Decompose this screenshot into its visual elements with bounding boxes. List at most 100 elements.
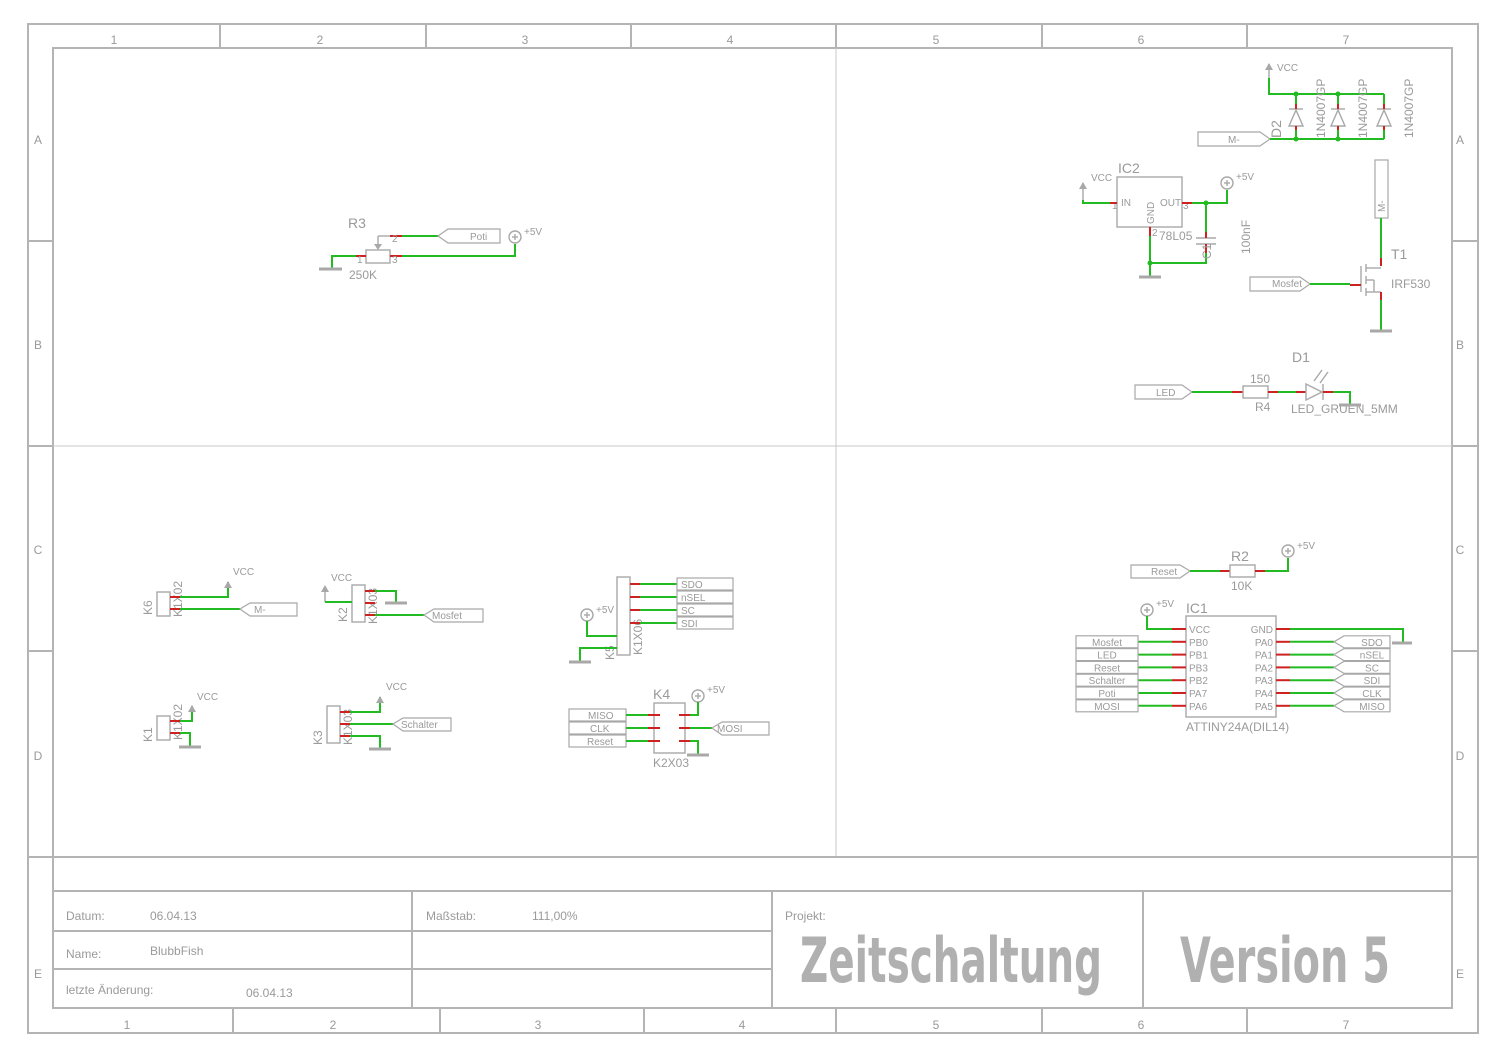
net-label-text: MISO	[1359, 702, 1385, 713]
component-t1[interactable]: M- T1 IRF530 Mosfet	[1249, 159, 1431, 333]
net-label[interactable]	[1075, 686, 1139, 700]
net-label[interactable]	[1075, 699, 1139, 713]
net-label-reset[interactable]	[1130, 564, 1192, 579]
svg-text:1N4007GP: 1N4007GP	[1402, 79, 1416, 138]
component-r3[interactable]: R3 250K 1 3 2 Poti +5V	[319, 215, 542, 282]
ic1-pin-name: PA0	[1255, 638, 1274, 649]
svg-text:C1: C1	[1200, 243, 1214, 259]
svg-text:+5V: +5V	[1156, 599, 1174, 610]
svg-text:Schalter: Schalter	[401, 720, 438, 731]
supply-symbol-icon	[1281, 544, 1295, 558]
net-label-m-minus[interactable]	[238, 602, 298, 617]
connector-body	[616, 576, 631, 656]
svg-text:SDO: SDO	[681, 580, 703, 591]
net-label[interactable]	[1332, 635, 1391, 649]
supply-symbol-icon	[508, 230, 522, 244]
net-label-sdo[interactable]	[676, 577, 734, 591]
frame-row-labels-right: A B C D E	[1456, 133, 1465, 981]
row-label: E	[34, 967, 42, 981]
net-label-text: nSEL	[1360, 651, 1385, 662]
component-r2[interactable]: R2 10K Reset +5V	[1130, 541, 1315, 593]
component-ic2[interactable]: IC2 IN OUT GND 78L05 1 3 2 VCC +5V	[1079, 160, 1254, 279]
svg-text:R2: R2	[1231, 548, 1249, 564]
svg-text:IC1: IC1	[1186, 600, 1208, 616]
component-d2-diodes[interactable]: VCC D2 1N4007GP 1N4007GP 1N4007GP M-	[1197, 63, 1416, 147]
connector-body	[156, 591, 171, 617]
svg-text:+5V: +5V	[524, 227, 542, 238]
svg-text:OUT: OUT	[1160, 198, 1181, 209]
net-label-mosfet[interactable]	[1249, 276, 1312, 292]
net-label[interactable]	[1075, 635, 1139, 649]
frame-row-labels-left: A B C D E	[34, 133, 43, 981]
net-label-schalter[interactable]	[391, 717, 452, 732]
net-label-nsel[interactable]	[676, 590, 734, 604]
net-label[interactable]	[1332, 699, 1391, 713]
diode-1	[1287, 104, 1305, 130]
svg-text:1: 1	[357, 255, 363, 266]
net-label[interactable]	[1332, 647, 1391, 662]
svg-text:Mosfet: Mosfet	[432, 611, 462, 622]
column-label: 6	[1138, 33, 1145, 47]
net-label-mosfet[interactable]	[422, 608, 484, 623]
net-label-text: SC	[1365, 663, 1379, 674]
svg-text:K1X06: K1X06	[631, 619, 645, 655]
net-label-sc[interactable]	[676, 603, 734, 617]
diode-2	[1329, 104, 1347, 130]
ic1-pin-name: VCC	[1189, 625, 1210, 636]
component-k5[interactable]: K5 K1X06 +5V SDO nSEL SC SDI	[569, 576, 734, 664]
svg-text:3: 3	[392, 255, 398, 266]
column-label: 2	[317, 33, 324, 47]
svg-text:VCC: VCC	[197, 692, 218, 703]
changed-label: letzte Änderung:	[66, 983, 153, 997]
svg-text:+5V: +5V	[707, 685, 725, 696]
component-k2[interactable]: K2 K1X03 VCC Mosfet	[321, 573, 484, 624]
arrow-icon	[376, 696, 384, 703]
row-label: D	[1456, 749, 1465, 763]
svg-text:VCC: VCC	[1277, 63, 1298, 74]
net-label-m-minus[interactable]	[1197, 131, 1272, 147]
svg-text:LED: LED	[1156, 388, 1175, 399]
project-label: Projekt:	[785, 909, 826, 923]
resistor-body	[1242, 385, 1269, 399]
component-k4[interactable]: K4 K2X03 MISO CLK Reset +5V MOSI	[568, 685, 770, 770]
ic1-pin-name: PA4	[1255, 689, 1274, 700]
net-label-poti[interactable]	[436, 228, 501, 244]
net-label[interactable]	[1075, 647, 1139, 662]
net-label[interactable]	[1332, 686, 1391, 700]
scale-value: 111,00%	[532, 909, 578, 923]
svg-text:M-: M-	[254, 605, 266, 616]
ic1-pin-name: PA3	[1255, 676, 1274, 687]
ic1-pin-name: PA1	[1255, 651, 1274, 662]
component-k3[interactable]: K3 K1X03 VCC Schalter	[311, 682, 452, 751]
frame-column-labels-top: 1 2 3 4 5 6 7	[111, 33, 1350, 47]
net-label-sdi[interactable]	[676, 616, 734, 630]
component-k6[interactable]: K6 K1X02 VCC M-	[141, 567, 298, 617]
row-label: C	[34, 543, 43, 557]
component-k1[interactable]: K1 K1X02 VCC	[141, 692, 218, 749]
net-label[interactable]	[1075, 660, 1139, 675]
row-label: D	[34, 749, 43, 763]
component-c1[interactable]: C1 100nF	[1196, 220, 1253, 259]
ic1-pin-name: PB3	[1189, 663, 1208, 674]
svg-text:10K: 10K	[1231, 579, 1252, 593]
column-label: 1	[111, 33, 118, 47]
component-ic1[interactable]: IC1 ATTINY24A(DIL14) +5V VCCPB0MosfetPB1…	[1075, 599, 1412, 734]
column-label: 5	[933, 33, 940, 47]
ic1-pin-name: PB0	[1189, 638, 1208, 649]
net-label-led[interactable]	[1134, 384, 1194, 400]
svg-text:IC2: IC2	[1118, 160, 1140, 176]
arrow-icon	[321, 585, 329, 592]
svg-text:K6: K6	[141, 600, 155, 615]
net-label[interactable]	[1332, 660, 1391, 675]
net-label-mosi[interactable]	[710, 721, 770, 736]
column-label: 7	[1343, 1018, 1350, 1032]
svg-text:VCC: VCC	[386, 682, 407, 693]
svg-text:K1X03: K1X03	[341, 709, 355, 745]
net-label[interactable]	[1075, 673, 1139, 687]
component-d1-led[interactable]: D1 LED_GRUEN_5MM 150 R4 LED	[1134, 349, 1398, 416]
svg-text:2: 2	[1152, 228, 1158, 239]
row-label: A	[1456, 133, 1464, 147]
net-label[interactable]	[1332, 673, 1391, 687]
arrow-icon	[188, 705, 196, 712]
